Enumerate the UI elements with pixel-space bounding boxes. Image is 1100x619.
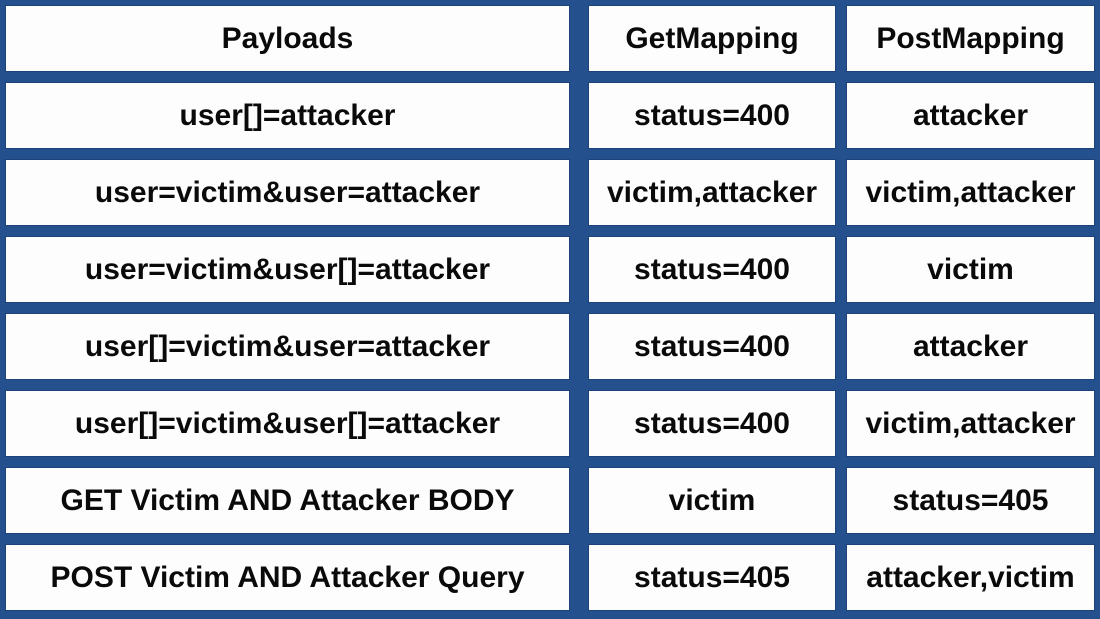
postmapping-cell: victim,attacker — [846, 390, 1095, 457]
postmapping-cell: victim,attacker — [846, 159, 1095, 226]
payload-cell: GET Victim AND Attacker BODY — [5, 467, 570, 534]
payload-cell: POST Victim AND Attacker Query — [5, 544, 570, 611]
header-cell-postmapping: PostMapping — [846, 5, 1095, 72]
payload-cell: user=victim&user=attacker — [5, 159, 570, 226]
table-row: POST Victim AND Attacker Query status=405… — [5, 544, 1095, 611]
getmapping-cell: status=400 — [588, 390, 836, 457]
getmapping-cell: status=400 — [588, 236, 836, 303]
payload-cell: user[]=victim&user[]=attacker — [5, 390, 570, 457]
postmapping-cell: attacker — [846, 313, 1095, 380]
payload-cell: user=victim&user[]=attacker — [5, 236, 570, 303]
header-cell-getmapping: GetMapping — [588, 5, 836, 72]
postmapping-cell: attacker,victim — [846, 544, 1095, 611]
getmapping-cell: status=400 — [588, 82, 836, 149]
payload-cell: user[]=attacker — [5, 82, 570, 149]
table-row: user=victim&user=attacker victim,attacker… — [5, 159, 1095, 226]
payload-cell: user[]=victim&user=attacker — [5, 313, 570, 380]
getmapping-cell: status=400 — [588, 313, 836, 380]
getmapping-cell: victim — [588, 467, 836, 534]
postmapping-cell: victim — [846, 236, 1095, 303]
getmapping-cell: victim,attacker — [588, 159, 836, 226]
postmapping-cell: attacker — [846, 82, 1095, 149]
postmapping-cell: status=405 — [846, 467, 1095, 534]
getmapping-cell: status=405 — [588, 544, 836, 611]
header-row: Payloads GetMapping PostMapping — [5, 5, 1095, 72]
header-cell-payloads: Payloads — [5, 5, 570, 72]
